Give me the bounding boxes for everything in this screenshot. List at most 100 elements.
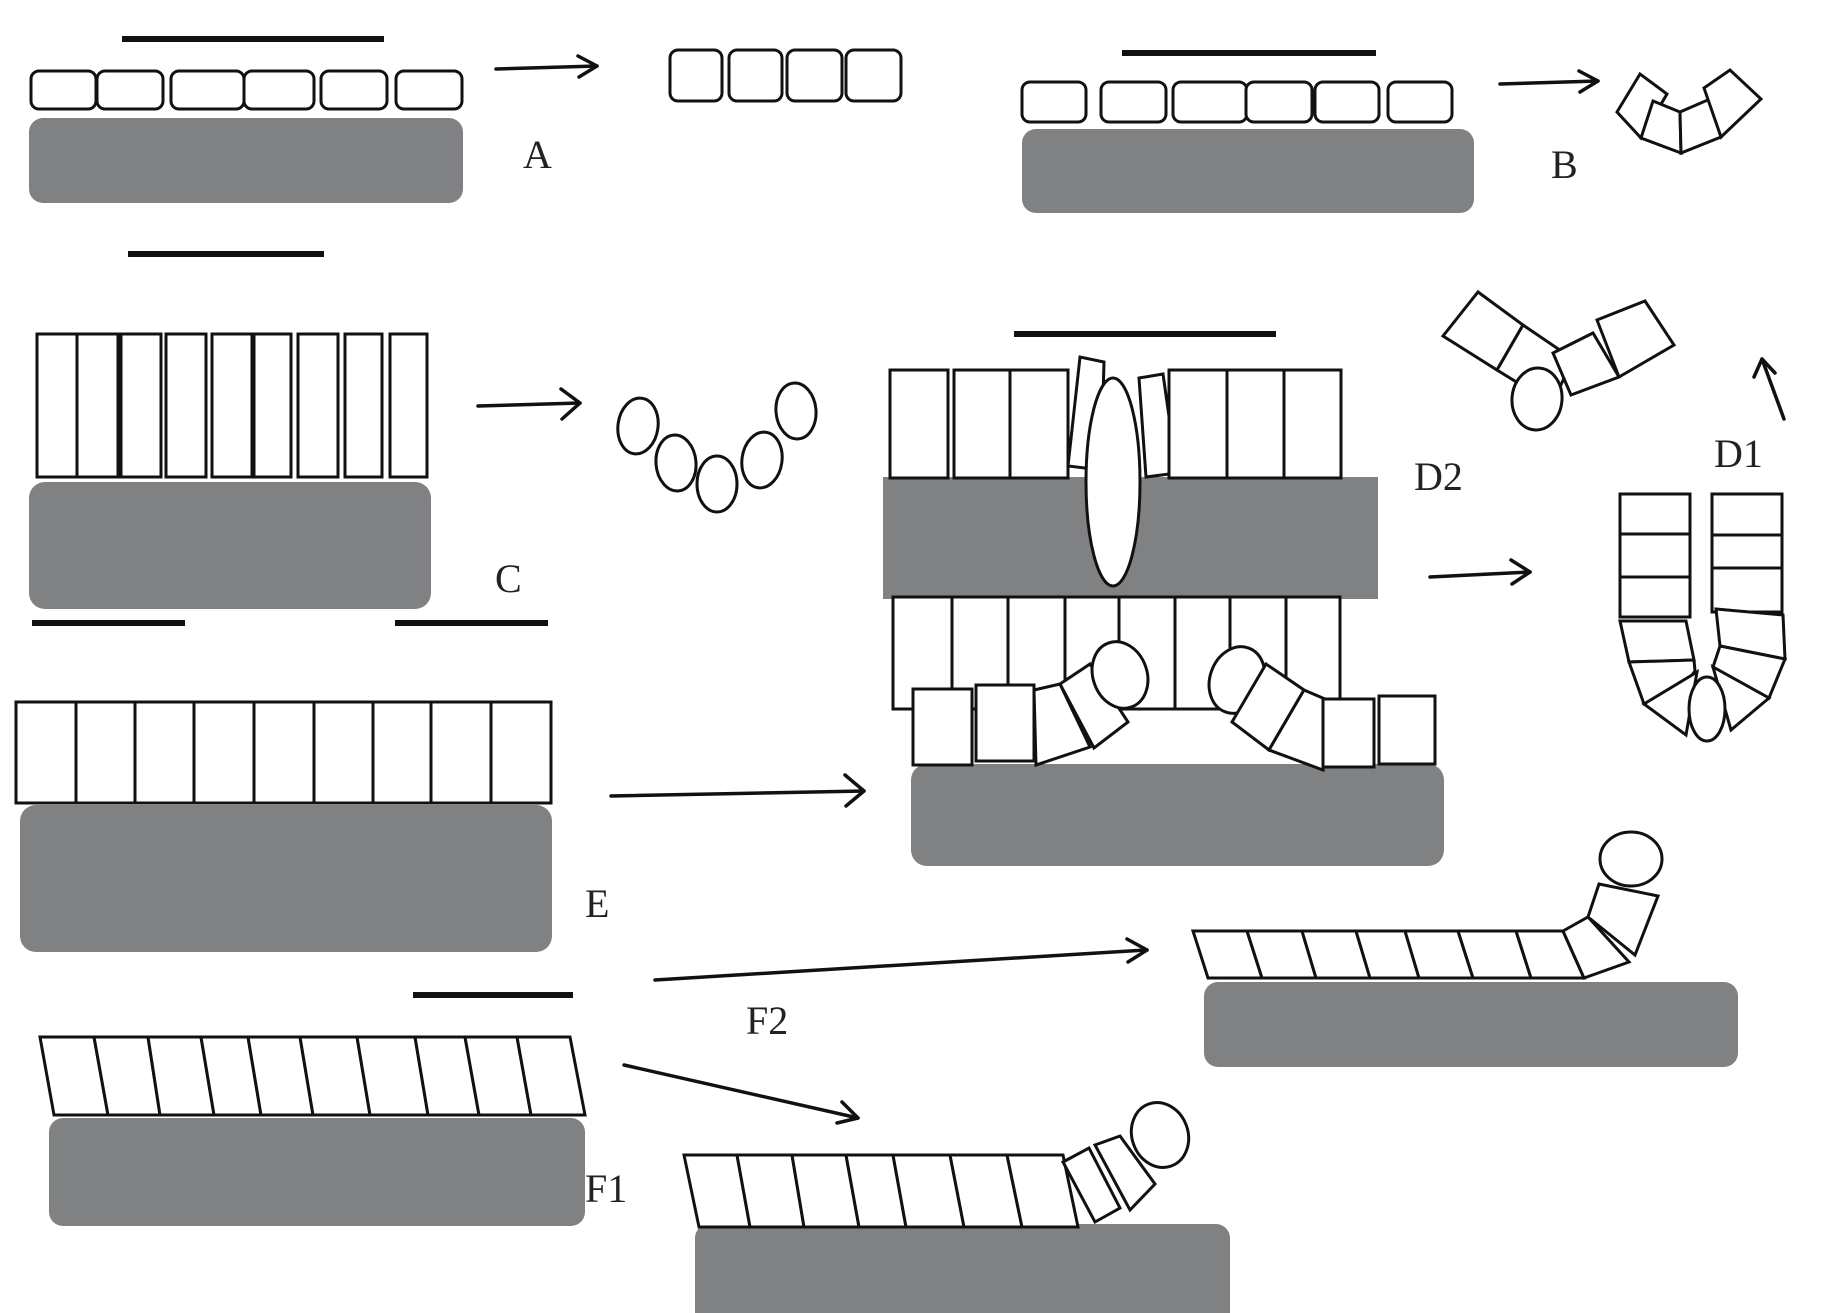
cell [95,69,165,111]
cell [952,368,1012,480]
panel-a-cell-row [29,69,464,111]
cell [296,332,340,479]
cell [774,381,818,441]
cell [1099,80,1168,124]
panel-b: B [1020,50,1764,213]
cell [1313,80,1381,124]
cell [394,69,464,111]
panel-c-label: C [495,556,522,601]
panel-a-label: A [523,132,552,177]
panel-b-arrow [1498,69,1600,94]
cell [785,48,844,103]
cell [210,332,254,479]
panel-d1-arrow [1752,357,1786,421]
cell [429,700,493,805]
cell [169,69,246,111]
panel-e-cell-row [14,700,553,805]
cell [974,683,1036,763]
cell [388,332,429,479]
panel-d-v-shape [1440,289,1677,432]
cell [888,368,950,480]
cell [1020,80,1088,124]
cell [1618,575,1692,619]
cell [252,332,293,479]
panel-f1-label: F1 [585,1166,627,1211]
cell [1702,68,1764,140]
panel-b-label: B [1551,142,1578,187]
panel-d1-label: D1 [1714,431,1763,476]
panel-c-columnar-row [35,332,429,479]
panel-d2-arrow [1428,558,1532,586]
cell [1060,1145,1122,1225]
cell [164,332,208,479]
panel-e-label: E [585,881,609,926]
cell [1618,532,1692,579]
cell [1710,566,1784,614]
cell [1710,533,1784,570]
cell [489,700,553,805]
oval-cell [1598,830,1664,888]
panel-c: C [29,251,818,609]
cell [1058,661,1131,751]
cell [1551,331,1622,397]
cell [1377,694,1437,766]
panel-f1-result [682,1101,1230,1313]
panel-f2: F2 [653,830,1738,1067]
panel-a: A [29,36,903,203]
panel-d1-u-tube [1618,492,1788,743]
cell [312,700,375,805]
cell [35,332,79,479]
cell [1618,492,1692,536]
panel-d1: D1 [1618,357,1788,743]
panel-f1-arrow-lower [622,1063,860,1125]
panel-e-result [911,640,1444,866]
cell [1595,299,1677,380]
panel-f2-result [1190,830,1738,1067]
cell [343,332,384,479]
panel-d2: D2 [883,331,1532,711]
panel-d2-label: D2 [1414,454,1463,499]
panel-f2-label: F2 [746,998,788,1043]
cell [668,48,724,103]
oval-cell [1129,1101,1191,1169]
panel-a-substrate [29,118,463,203]
panel-e-substrate [20,805,552,952]
panel-b-curved-cells [1615,68,1764,156]
panel-f1: F1 [38,992,1230,1313]
cell [252,700,316,805]
cell [616,396,660,456]
cell [1032,682,1093,768]
panel-e-arrow [609,773,866,808]
cell [1586,882,1661,958]
oval-cell [1510,366,1564,432]
cell [1225,368,1286,480]
panel-c-rounded-cells [616,381,818,514]
cell [695,454,739,514]
cell [1171,80,1249,124]
cell [1561,915,1632,980]
cell [119,332,163,479]
cell [740,430,784,490]
cell [727,48,784,103]
cell [1092,1134,1157,1213]
cell [133,700,196,805]
cell [1244,80,1314,124]
oval-cell [1687,675,1727,743]
panel-f1-slanted-row [38,1035,587,1117]
panel-a-arrow [494,54,599,79]
cell [319,69,389,111]
cell [1005,1153,1080,1229]
cell [371,700,433,805]
cell [911,687,974,767]
panel-d2-top-row [888,355,1343,480]
panel-f1-substrate [49,1118,585,1226]
cell [14,700,78,805]
cell [1710,492,1784,537]
panel-a-detached-cells [668,48,903,103]
panel-e: E [14,620,1444,952]
panel-b-cell-row [1020,80,1454,124]
cell [844,48,903,103]
cell [654,433,698,493]
panel-c-arrow [476,387,582,421]
